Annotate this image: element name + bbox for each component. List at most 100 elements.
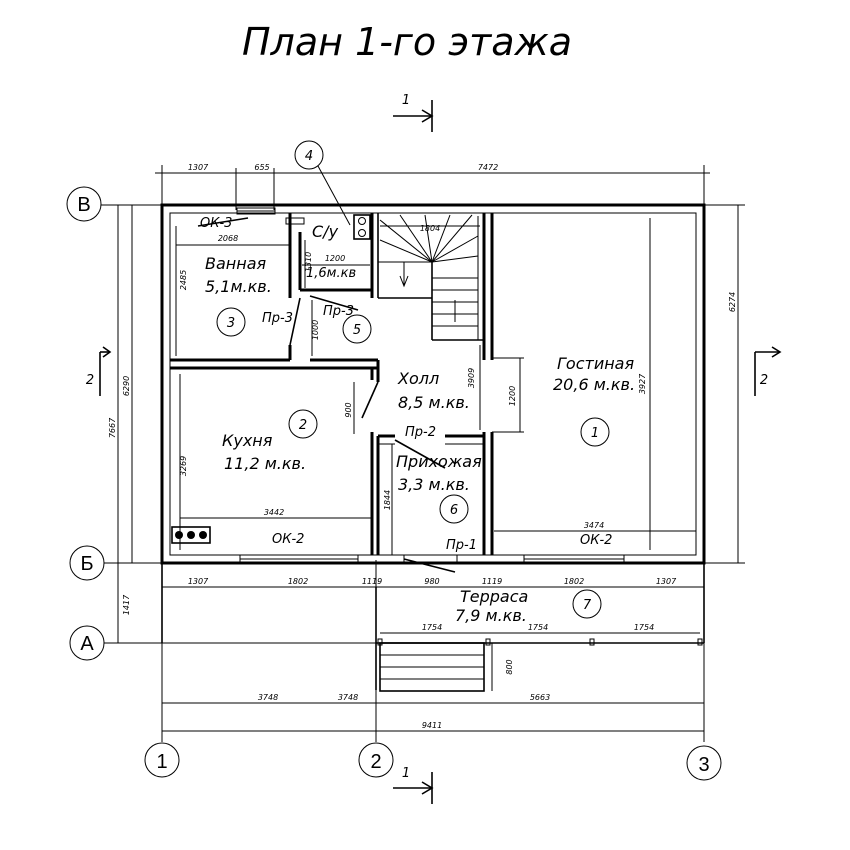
svg-text:1307: 1307: [656, 577, 677, 586]
axis-label-v: В: [77, 194, 90, 216]
axis-marker-3: 3: [686, 745, 722, 781]
label-pr1: Пр-1: [446, 538, 477, 553]
svg-text:2485: 2485: [179, 270, 188, 290]
svg-text:5663: 5663: [530, 693, 550, 702]
dimension-texts: 1307 655 7472 2068 1200 1804 3748 3748 5…: [188, 163, 677, 730]
section-number-top: 1: [402, 93, 410, 108]
svg-text:800: 800: [505, 659, 514, 674]
axis-marker-2: 2: [358, 742, 394, 778]
interior-walls: [170, 213, 494, 555]
svg-text:7: 7: [583, 598, 592, 613]
axis-label-b: Б: [80, 553, 93, 575]
room-name-bath: Ванная: [205, 254, 267, 273]
svg-text:1754: 1754: [634, 623, 654, 632]
svg-text:4: 4: [305, 149, 313, 164]
page-title: План 1-го этажа: [242, 20, 572, 64]
svg-text:1310: 1310: [304, 252, 313, 272]
room-area-living: 20,6 м.кв.: [553, 375, 635, 394]
svg-text:5: 5: [353, 323, 361, 338]
label-pr3-b: Пр-3: [323, 304, 354, 319]
room-number-1: 1: [580, 417, 610, 447]
svg-text:1307: 1307: [188, 577, 209, 586]
svg-text:3442: 3442: [264, 508, 284, 517]
svg-text:1754: 1754: [528, 623, 548, 632]
room-name-kitchen: Кухня: [222, 431, 273, 450]
svg-text:6: 6: [450, 503, 458, 518]
doors: [197, 217, 456, 573]
svg-text:3: 3: [227, 316, 235, 331]
svg-text:1307: 1307: [188, 163, 209, 172]
svg-text:3748: 3748: [338, 693, 358, 702]
svg-text:7667: 7667: [108, 417, 117, 438]
room-name-hall: Холл: [397, 369, 439, 388]
wc-fixtures: [285, 214, 371, 240]
svg-text:1: 1: [591, 426, 599, 441]
svg-text:1802: 1802: [288, 577, 308, 586]
svg-text:1119: 1119: [362, 577, 382, 586]
room-name-living: Гостиная: [557, 354, 634, 373]
room-area-entry: 3,3 м.кв.: [398, 475, 470, 494]
section-number-left: 2: [86, 373, 94, 388]
axis-label-3: 3: [698, 754, 709, 776]
svg-text:1200: 1200: [325, 254, 345, 263]
entrance-steps: [379, 642, 493, 692]
svg-text:655: 655: [254, 163, 269, 172]
room-area-bath: 5,1м.кв.: [205, 277, 272, 296]
section-number-bottom: 1: [402, 766, 410, 781]
section-mark-right: 2: [754, 346, 782, 396]
svg-text:2: 2: [299, 418, 307, 433]
svg-text:2068: 2068: [218, 234, 238, 243]
interior-dimensions: [175, 218, 696, 555]
room-area-kitchen: 11,2 м.кв.: [224, 454, 306, 473]
svg-text:1804: 1804: [420, 224, 440, 233]
svg-text:1802: 1802: [564, 577, 584, 586]
room-name-wc: С/у: [312, 222, 339, 241]
room-number-4: 4: [294, 140, 351, 226]
svg-text:9411: 9411: [422, 721, 442, 730]
svg-text:7472: 7472: [478, 163, 498, 172]
room-area-hall: 8,5 м.кв.: [398, 393, 470, 412]
section-mark-bottom: 1: [393, 766, 434, 804]
section-mark-left: 2: [86, 346, 112, 396]
svg-text:6290: 6290: [122, 376, 131, 396]
room-name-terrace: Терраса: [460, 587, 528, 606]
axis-label-2: 2: [370, 751, 381, 773]
axis-label-1: 1: [156, 751, 167, 773]
room-name-entry: Прихожая: [396, 452, 482, 471]
label-pr3-a: Пр-3: [262, 311, 293, 326]
label-ok2-left: ОК-2: [272, 532, 304, 547]
svg-text:1844: 1844: [383, 490, 392, 510]
room-number-2: 2: [288, 409, 318, 439]
staircase: [378, 214, 479, 340]
svg-text:3474: 3474: [584, 521, 604, 530]
svg-text:3269: 3269: [179, 456, 188, 476]
exterior-dimensions: [110, 168, 745, 732]
stove-icon: [171, 526, 211, 544]
axis-marker-1: 1: [144, 742, 180, 778]
room-number-6: 6: [439, 494, 469, 524]
room-area-terrace: 7,9 м.кв.: [455, 606, 527, 625]
svg-text:900: 900: [344, 402, 353, 417]
label-ok3: ОК-3: [200, 216, 232, 231]
svg-text:1000: 1000: [311, 320, 320, 340]
room-number-5: 5: [342, 314, 372, 344]
svg-text:1200: 1200: [508, 386, 517, 406]
svg-text:3927: 3927: [638, 373, 647, 394]
svg-text:3909: 3909: [467, 368, 476, 388]
section-number-right: 2: [760, 373, 768, 388]
room-number-7: 7: [572, 589, 602, 619]
svg-text:3748: 3748: [258, 693, 278, 702]
room-area-wc: 1,6м.кв: [306, 266, 356, 281]
svg-text:1119: 1119: [482, 577, 502, 586]
section-mark-top: 1: [393, 93, 434, 132]
svg-text:1754: 1754: [422, 623, 442, 632]
room-number-3: 3: [216, 307, 246, 337]
windows: [236, 207, 625, 564]
svg-text:6274: 6274: [728, 292, 737, 312]
axis-marker-v: В: [66, 186, 162, 222]
label-ok2-right: ОК-2: [580, 533, 612, 548]
svg-text:1417: 1417: [122, 594, 131, 615]
dimension-texts-vertical: 2485 1000 1310 3909 1200 3927 6274 6290 …: [108, 252, 737, 675]
axis-label-a: А: [80, 633, 94, 655]
